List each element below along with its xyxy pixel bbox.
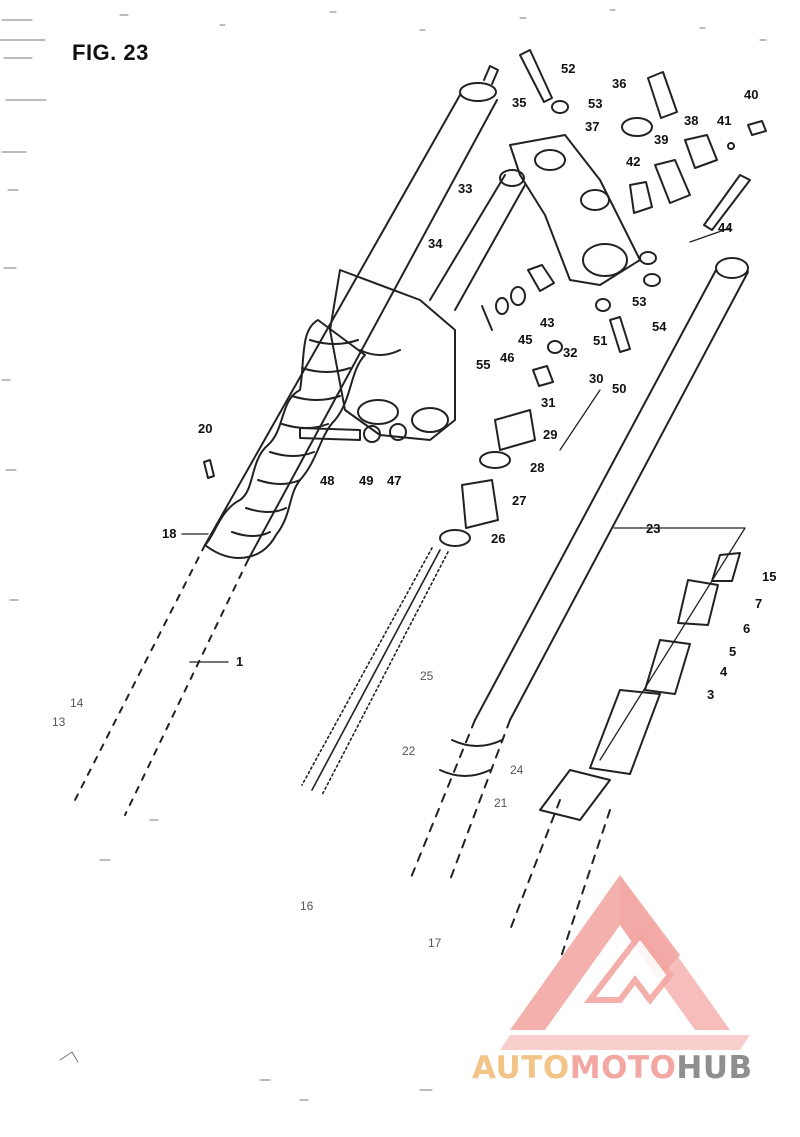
label-21: 21 <box>494 796 508 810</box>
label-49: 49 <box>359 473 374 488</box>
lower-bracket <box>329 269 456 441</box>
fork-slider <box>509 552 741 961</box>
label-3: 3 <box>707 687 715 702</box>
scan-noise <box>0 9 767 1101</box>
label-17: 17 <box>428 936 442 950</box>
figure-title: FIG. 23 <box>72 40 149 65</box>
outer-fork-tube <box>409 257 749 881</box>
damper-parts <box>439 409 536 547</box>
label-53-bottom: 53 <box>632 294 647 309</box>
label-31: 31 <box>541 395 556 410</box>
label-27: 27 <box>512 493 527 508</box>
label-22: 22 <box>402 744 416 758</box>
label-5: 5 <box>729 644 737 659</box>
small-parts <box>203 49 767 479</box>
label-15: 15 <box>762 569 777 584</box>
label-55: 55 <box>476 357 491 372</box>
label-35: 35 <box>512 95 527 110</box>
label-47: 47 <box>387 473 402 488</box>
label-4: 4 <box>720 664 728 679</box>
label-30: 30 <box>589 371 604 386</box>
label-33: 33 <box>458 181 473 196</box>
label-20: 20 <box>198 421 213 436</box>
label-53-top: 53 <box>588 96 603 111</box>
label-1: 1 <box>236 654 244 669</box>
label-23: 23 <box>646 521 661 536</box>
label-42: 42 <box>626 154 641 169</box>
leader-lines <box>181 227 746 761</box>
label-37: 37 <box>585 119 600 134</box>
label-38: 38 <box>684 113 699 128</box>
automotohub-logo-mark <box>500 875 750 1050</box>
label-26: 26 <box>491 531 506 546</box>
label-39: 39 <box>654 132 669 147</box>
label-18: 18 <box>162 526 177 541</box>
label-34: 34 <box>428 236 443 251</box>
label-25: 25 <box>420 669 434 683</box>
automotohub-wordmark: AUTOMOTOHUB <box>472 1050 753 1086</box>
label-24: 24 <box>510 763 524 777</box>
label-29: 29 <box>543 427 558 442</box>
label-7: 7 <box>755 596 763 611</box>
label-40: 40 <box>744 87 759 102</box>
wordmark-auto: AUTO <box>472 1050 570 1086</box>
label-14: 14 <box>70 696 84 710</box>
label-50: 50 <box>612 381 627 396</box>
wordmark-hub: HUB <box>676 1050 753 1086</box>
left-fork-tube <box>74 65 499 816</box>
label-6: 6 <box>743 621 751 636</box>
label-54: 54 <box>652 319 667 334</box>
label-51: 51 <box>593 333 608 348</box>
label-13: 13 <box>52 715 66 729</box>
label-32: 32 <box>563 345 578 360</box>
label-52: 52 <box>561 61 576 76</box>
label-36: 36 <box>612 76 627 91</box>
label-16: 16 <box>300 899 314 913</box>
label-46: 46 <box>500 350 515 365</box>
wordmark-moto: MOTO <box>569 1050 677 1086</box>
inner-fork-tube <box>429 169 526 311</box>
label-43: 43 <box>540 315 555 330</box>
label-48: 48 <box>320 473 335 488</box>
label-41: 41 <box>717 113 732 128</box>
fork-spring <box>301 547 449 796</box>
label-45: 45 <box>518 332 533 347</box>
top-bracket <box>509 134 641 286</box>
label-44: 44 <box>718 220 733 235</box>
label-28: 28 <box>530 460 545 475</box>
